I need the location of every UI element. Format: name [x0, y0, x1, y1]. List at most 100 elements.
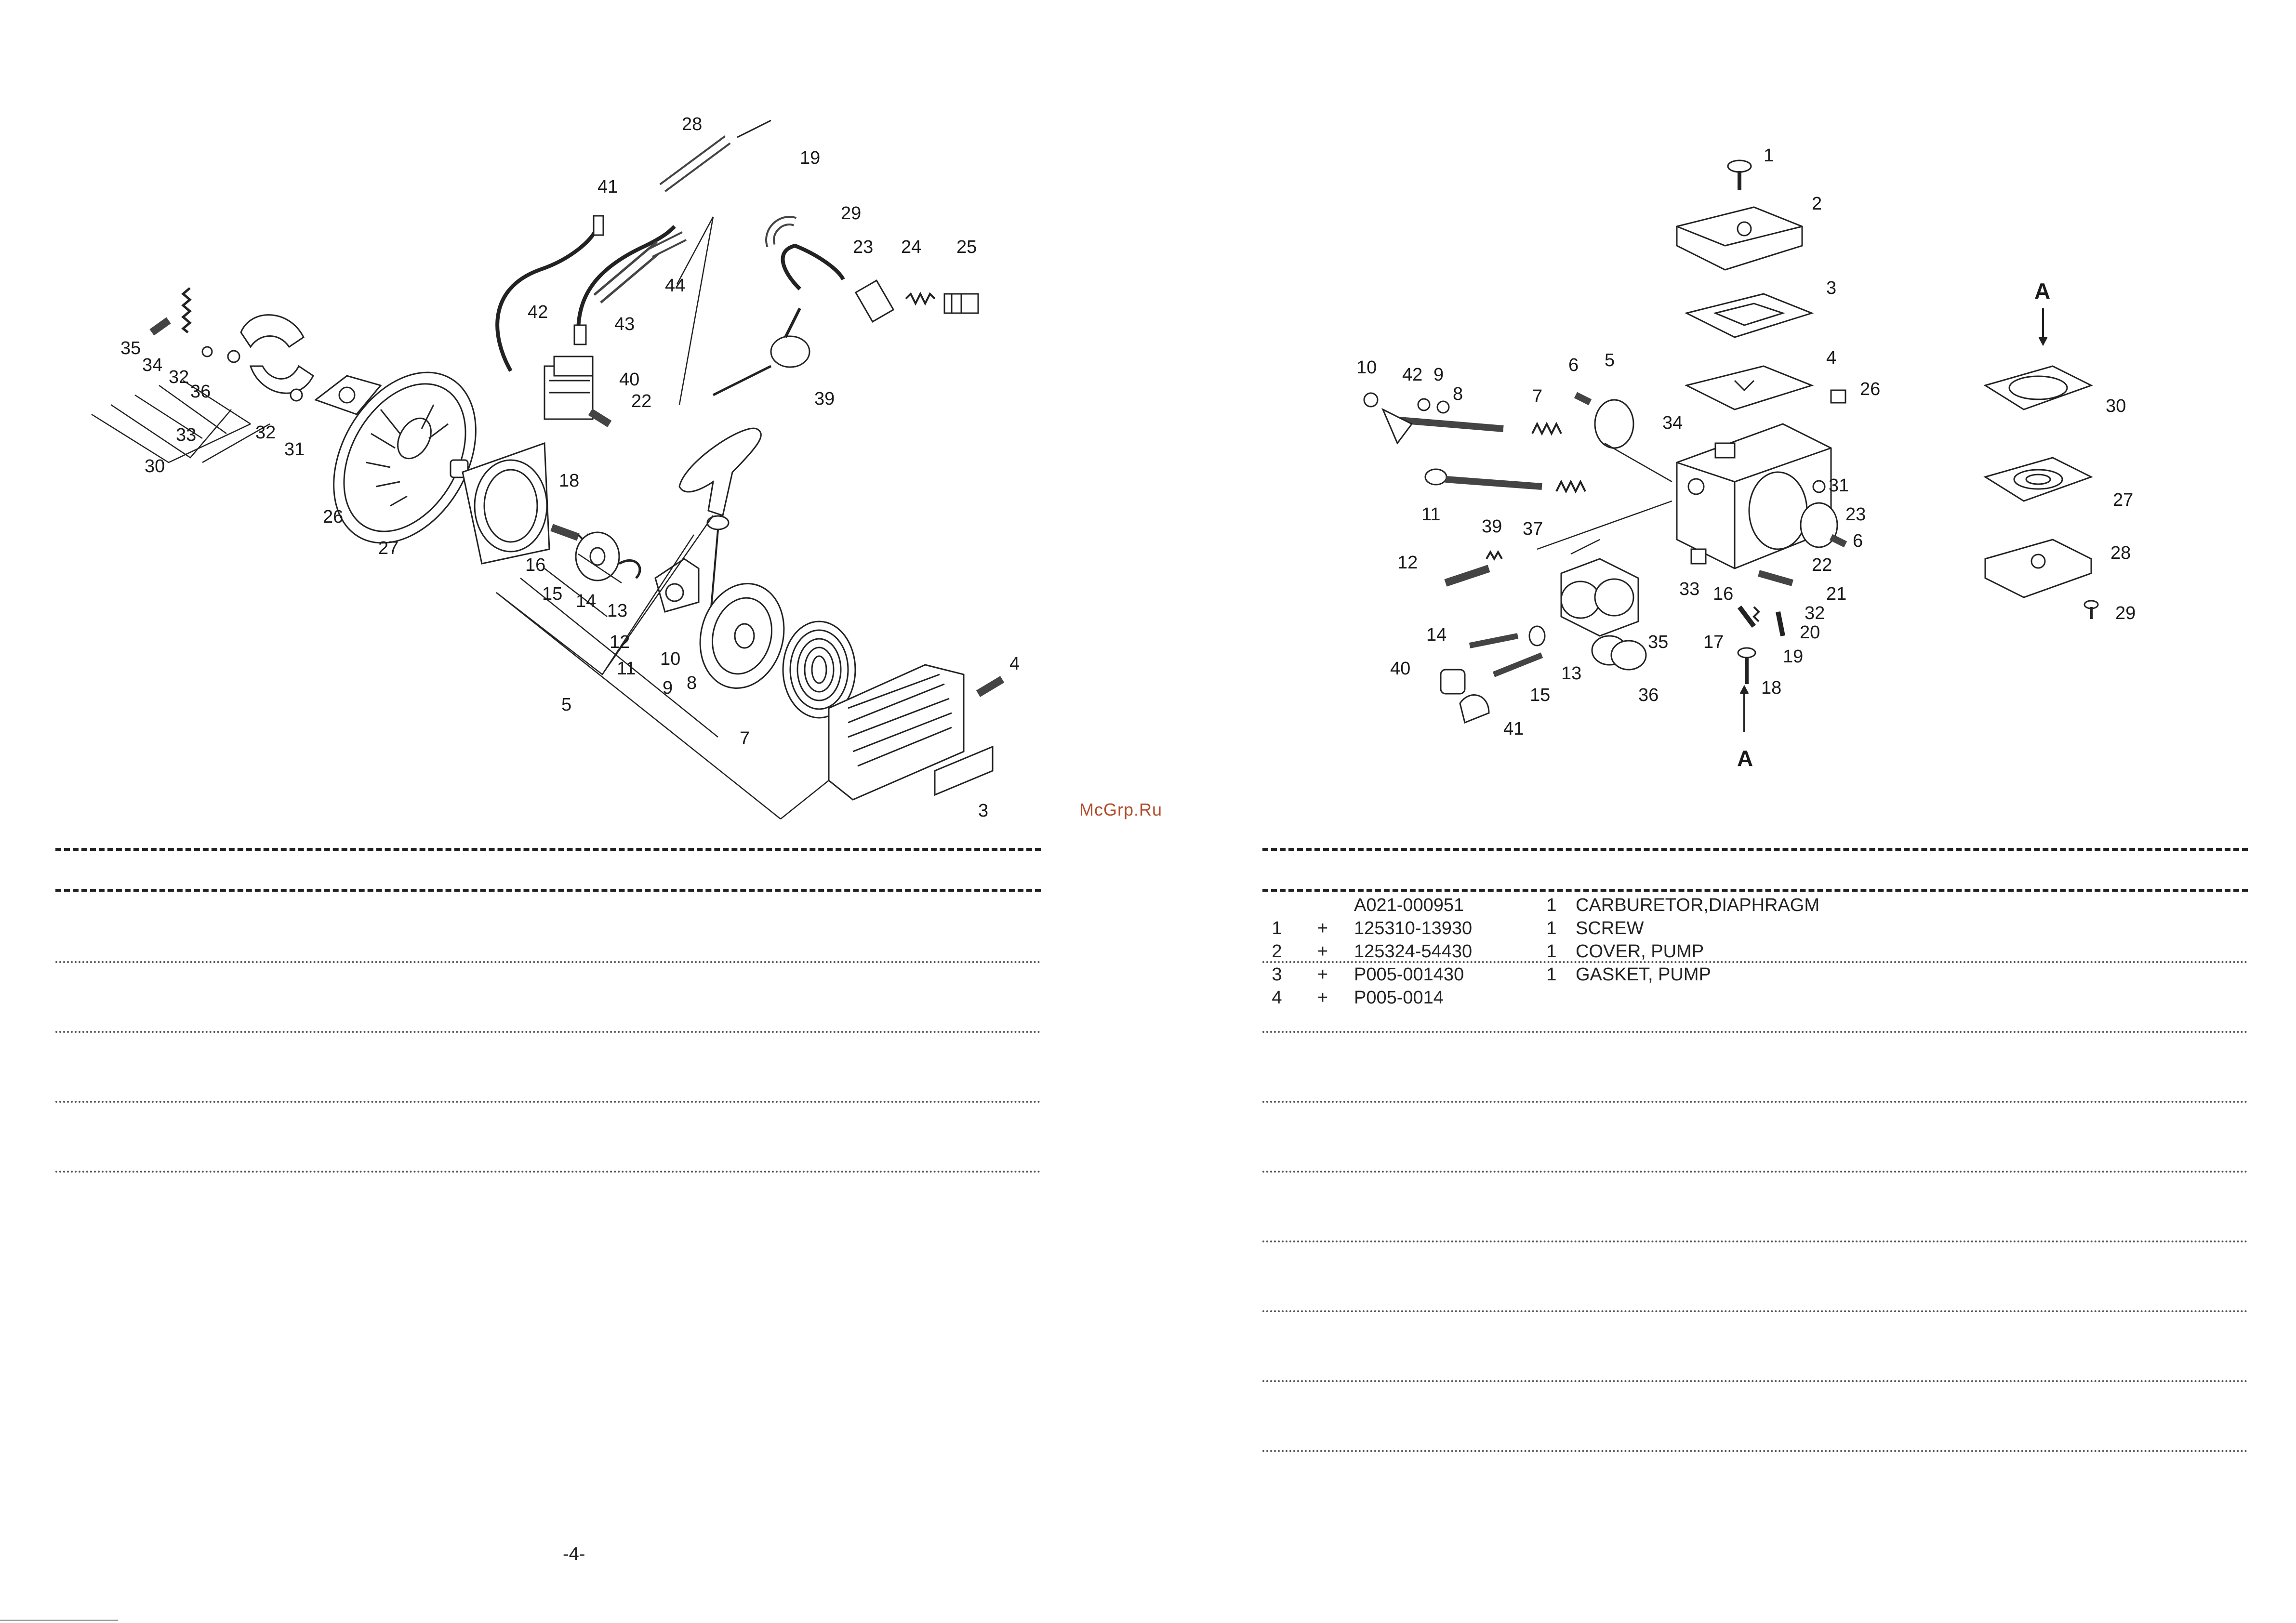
callout-label: 40 [619, 369, 639, 390]
wire-41 [495, 215, 604, 372]
left-callouts: 28 19 41 29 23 24 25 42 43 44 40 22 39 3… [120, 114, 1020, 821]
reel-8 [699, 582, 785, 689]
spring-39 [1486, 550, 1503, 561]
callout-label: 12 [1397, 553, 1418, 573]
pulley-15 [575, 531, 620, 581]
callout-label: 8 [687, 673, 697, 693]
section-marker: A [1737, 746, 1753, 771]
plate-31 [314, 375, 382, 415]
callout-label: 42 [528, 302, 548, 322]
description-cell: GASKET, PUMP [1576, 964, 1711, 985]
plug-26 [1830, 389, 1846, 404]
ignition-coil-40 [544, 356, 594, 420]
callout-label: 26 [1860, 379, 1880, 399]
callout-label: 25 [956, 237, 977, 257]
callout-label: 23 [1845, 504, 1866, 525]
sleeve-36 [1591, 635, 1647, 671]
callout-label: 37 [1523, 519, 1543, 539]
qty-cell: 1 [1546, 941, 1557, 962]
tube-44 [648, 231, 687, 258]
screw-18 [1737, 647, 1756, 684]
divider [1262, 1240, 2248, 1242]
pin-22 [1758, 570, 1793, 586]
callout-label: 11 [1421, 504, 1440, 525]
callout-label: 43 [614, 314, 635, 334]
washer-10 [1363, 392, 1379, 408]
washer-42 [1417, 398, 1431, 411]
callout-label: 27 [2113, 490, 2133, 510]
callout-label: 42 [1402, 365, 1422, 385]
callout-label: 5 [561, 695, 571, 715]
qty-cell: 1 [1546, 918, 1557, 938]
callout-label: 32 [255, 422, 276, 443]
divider [55, 889, 1041, 892]
callout-label: 30 [2106, 396, 2126, 416]
callout-label: 11 [617, 659, 636, 679]
screw-4 [976, 676, 1005, 697]
callout-label: 36 [190, 382, 211, 402]
spring-7r [1531, 422, 1562, 436]
ref-cell: 4 [1272, 988, 1282, 1008]
callout-label: 35 [120, 338, 141, 358]
callout-label: 44 [665, 276, 685, 296]
spring-37 [1555, 479, 1586, 494]
divider [55, 1031, 1041, 1033]
callout-label: 17 [1703, 632, 1724, 652]
callout-label: 39 [814, 389, 835, 409]
callout-label: 27 [378, 538, 398, 558]
needle-19 [1776, 611, 1785, 636]
description-cell: COVER, PUMP [1576, 941, 1704, 962]
callout-label: 39 [1482, 516, 1502, 537]
callout-label: 15 [1530, 685, 1550, 705]
scan-edge [0, 1620, 118, 1621]
callout-label: 22 [1812, 555, 1832, 575]
callout-label: 3 [978, 801, 988, 821]
table-row: 4 + P005-0014 [1262, 986, 1985, 1009]
callout-label: 10 [1356, 357, 1377, 378]
cover-28 [1984, 539, 2092, 598]
parts-list: A021-000951 1 CARBURETOR,DIAPHRAGM 1 + 1… [1262, 894, 1985, 1009]
table-row: 1 + 125310-13930 1 SCREW [1262, 917, 1985, 940]
screw-6 [1574, 392, 1592, 406]
lever-17 [1738, 606, 1756, 628]
ref-cell: 2 [1272, 941, 1282, 962]
callout-label: 16 [1713, 584, 1733, 604]
callout-label: 34 [142, 355, 162, 375]
callout-label: 5 [1605, 350, 1615, 370]
divider [55, 1171, 1041, 1173]
callout-label: 9 [663, 678, 673, 698]
callout-label: 9 [1433, 365, 1444, 385]
divider [1262, 961, 2248, 963]
part-number-cell: 125324-54430 [1354, 941, 1473, 962]
callout-label: 35 [1648, 632, 1668, 652]
watermark-text: McGrp.Ru [1079, 800, 1163, 819]
label-3 [934, 745, 994, 796]
callout-label: 15 [542, 584, 562, 604]
callout-label: 2 [1812, 194, 1822, 214]
callout-label: 20 [1800, 622, 1820, 643]
section-marker: A [2034, 278, 2050, 303]
callout-label: 19 [1783, 647, 1803, 667]
callout-label: 41 [1503, 719, 1524, 739]
callout-label: 32 [169, 367, 189, 387]
diaphragm-27 [1983, 457, 2093, 502]
qty-cell: 1 [1546, 895, 1557, 915]
terminal-25 [943, 293, 979, 314]
callout-label: 22 [631, 391, 651, 411]
callout-label: 14 [576, 591, 596, 611]
callout-label: 4 [1009, 654, 1020, 674]
cap-40 [1440, 669, 1466, 695]
pawl-13 [654, 558, 700, 613]
gasket-30 [1983, 365, 2093, 410]
callout-label: 32 [1805, 603, 1825, 623]
callout-label: 14 [1426, 625, 1447, 645]
callout-label: 10 [660, 649, 680, 669]
plate-5 [1594, 399, 1634, 449]
callout-label: 6 [1568, 355, 1579, 375]
callout-label: 29 [841, 203, 861, 224]
screw-29 [2084, 600, 2099, 619]
ref-cell: 1 [1272, 918, 1282, 938]
callout-label: 26 [323, 507, 343, 527]
right-callouts: 1 2 3 4 26 10 42 9 8 7 6 5 34 11 39 37 1… [1356, 145, 2136, 771]
plus-cell: + [1317, 988, 1328, 1008]
